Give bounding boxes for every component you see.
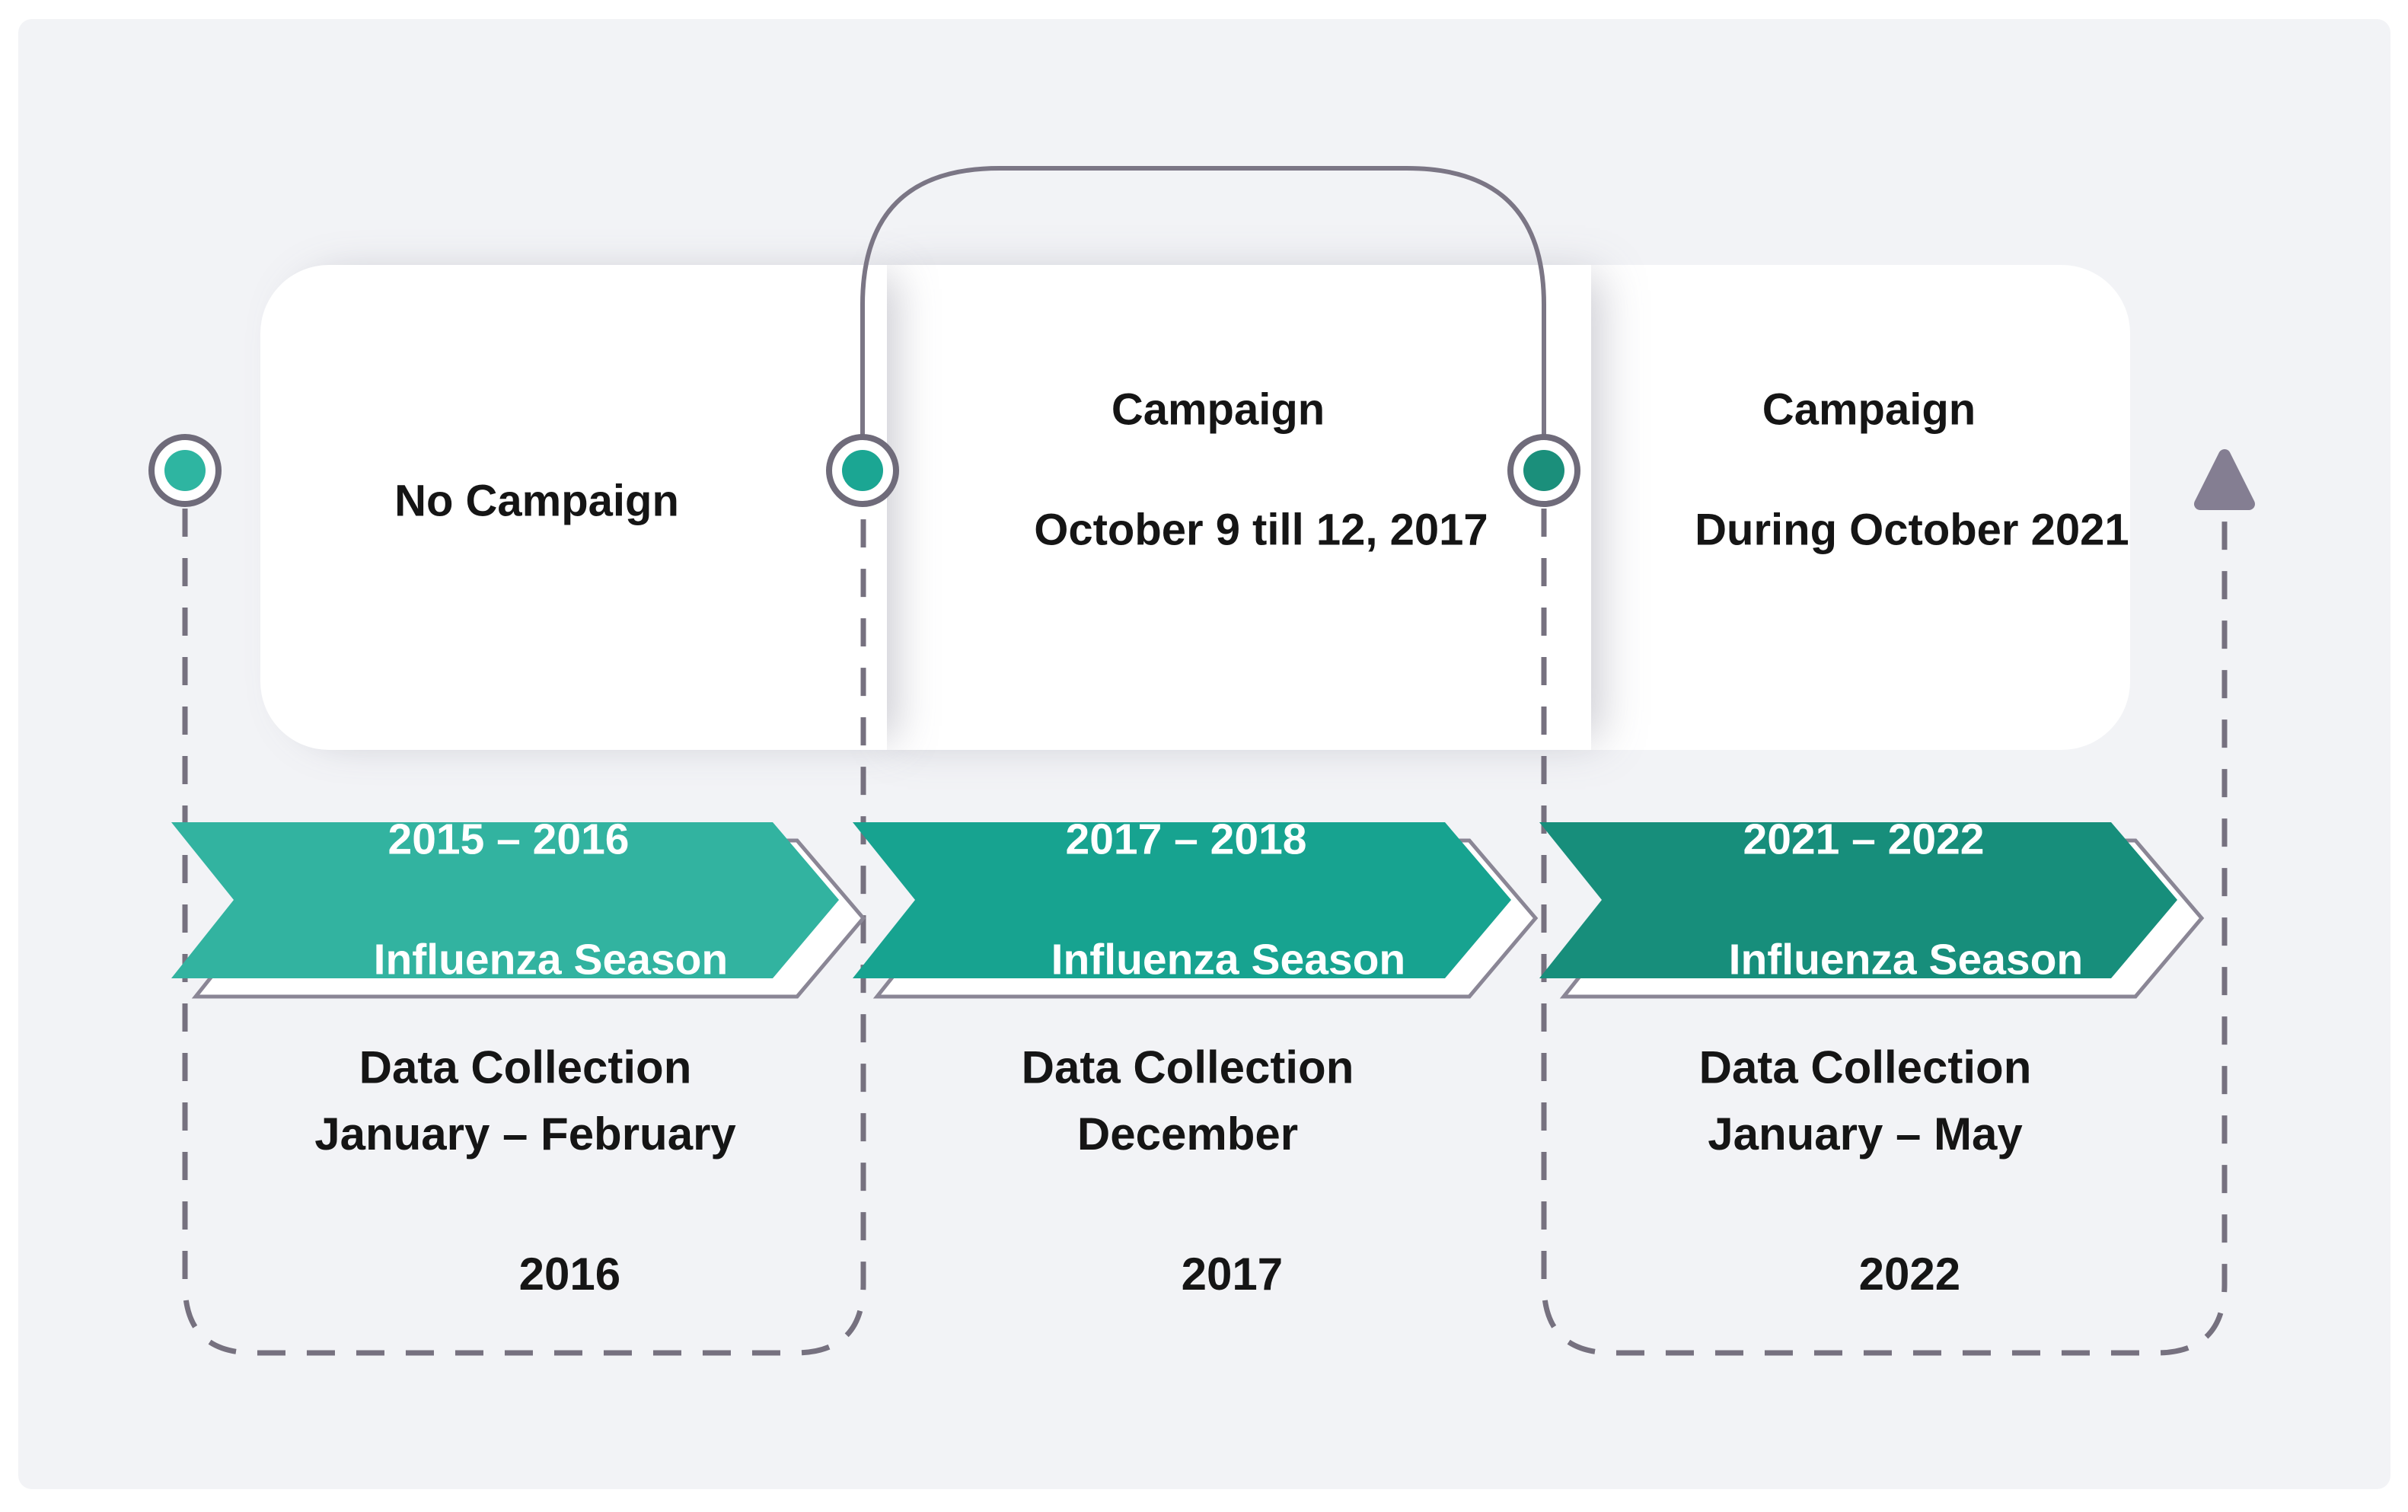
phase-label-campaign-2017: Campaign October 9 till 12, 2017	[948, 380, 1488, 560]
season-1-name: Influenza Season	[373, 935, 729, 984]
arrow-up-icon	[2194, 449, 2255, 510]
season-3-name: Influenza Season	[1728, 935, 2084, 984]
data-collection-dates-2: December 2017	[1077, 1099, 1298, 1309]
timeline-dot-2-icon	[826, 434, 899, 507]
dashed-bracket-right	[1541, 509, 2228, 1356]
figure-background-panel	[18, 19, 2390, 1489]
phase-2021-line2: During October 2021	[1695, 505, 2129, 555]
season-banner-3-label: 2021 – 2022 Influenza Season	[1644, 810, 2084, 990]
dates-3-line2: 2022	[1858, 1249, 1961, 1300]
season-banner-2	[853, 822, 1511, 978]
season-2-period: 2017 – 2018	[1065, 815, 1307, 864]
season-1-period: 2015 – 2016	[388, 815, 630, 864]
season-banner-2-label: 2017 – 2018 Influenza Season	[967, 810, 1406, 990]
data-collection-dates-3: January – May 2022	[1708, 1099, 2023, 1309]
data-collection-title-1: Data Collection	[359, 1041, 692, 1093]
season-2-name: Influenza Season	[1051, 935, 1406, 984]
campaign-card-section-1	[260, 265, 887, 750]
data-collection-title-2: Data Collection	[1021, 1041, 1354, 1093]
season-3-period: 2021 – 2022	[1743, 815, 1985, 864]
dates-2-line2: 2017	[1181, 1249, 1284, 1300]
data-collection-title-3: Data Collection	[1698, 1041, 2032, 1093]
campaign-card-section-2	[863, 265, 1591, 750]
phase-2017-line2: October 9 till 12, 2017	[1034, 505, 1488, 555]
dates-2-line1: December	[1076, 1108, 1299, 1160]
phase-2021-line1: Campaign	[1762, 384, 1976, 435]
phase-label-campaign-2021: Campaign During October 2021	[1609, 380, 2129, 560]
dates-1-line2: 2016	[518, 1249, 621, 1300]
phase-label-no-campaign: No Campaign	[394, 476, 679, 526]
dates-3-line1: January – May	[1708, 1108, 2023, 1160]
season-banner-3	[1539, 822, 2177, 978]
dashed-bracket-left	[182, 509, 866, 1356]
timeline-dot-3-icon	[1507, 434, 1580, 507]
dates-1-line1: January – February	[314, 1108, 736, 1160]
timeline-arc	[860, 166, 1546, 435]
data-collection-dates-1: January – February 2016	[314, 1099, 736, 1309]
season-banner-1	[171, 822, 839, 978]
season-banner-1-label: 2015 – 2016 Influenza Season	[289, 810, 729, 990]
campaign-card-section-3	[1545, 265, 2130, 750]
timeline-dot-1-icon	[148, 434, 222, 507]
phase-2017-line1: Campaign	[1111, 384, 1325, 435]
